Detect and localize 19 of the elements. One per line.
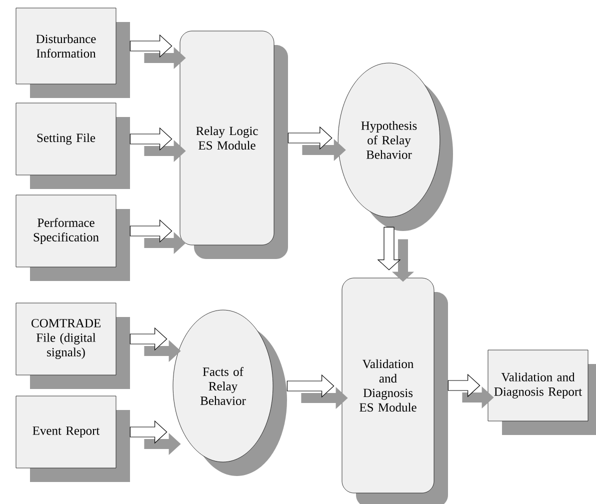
block-arrow <box>288 126 346 161</box>
ellipse-node: Hypothesis of Relay Behavior <box>338 62 453 231</box>
block-arrow <box>130 327 181 362</box>
process-box: Validation and Diagnosis Report <box>488 350 596 435</box>
process-box: COMTRADE File (digital signals) <box>16 302 130 389</box>
process-box: Disturbance Information <box>16 8 130 98</box>
module-box: Relay Logic ES Module <box>180 30 288 259</box>
ellipse-node: Facts of Relay Behavior <box>172 310 287 476</box>
block-arrow <box>130 34 186 69</box>
block-arrow <box>377 226 414 282</box>
block-arrow <box>448 374 494 408</box>
process-box: Setting File <box>16 102 130 189</box>
module-box: Validation and Diagnosis ES Module <box>342 278 448 504</box>
block-arrow <box>130 219 186 254</box>
block-arrow <box>286 374 348 409</box>
process-box: Event Report <box>16 396 130 482</box>
block-arrow <box>130 420 181 455</box>
process-box: Performace Specification <box>16 194 130 281</box>
block-arrow <box>130 127 186 162</box>
